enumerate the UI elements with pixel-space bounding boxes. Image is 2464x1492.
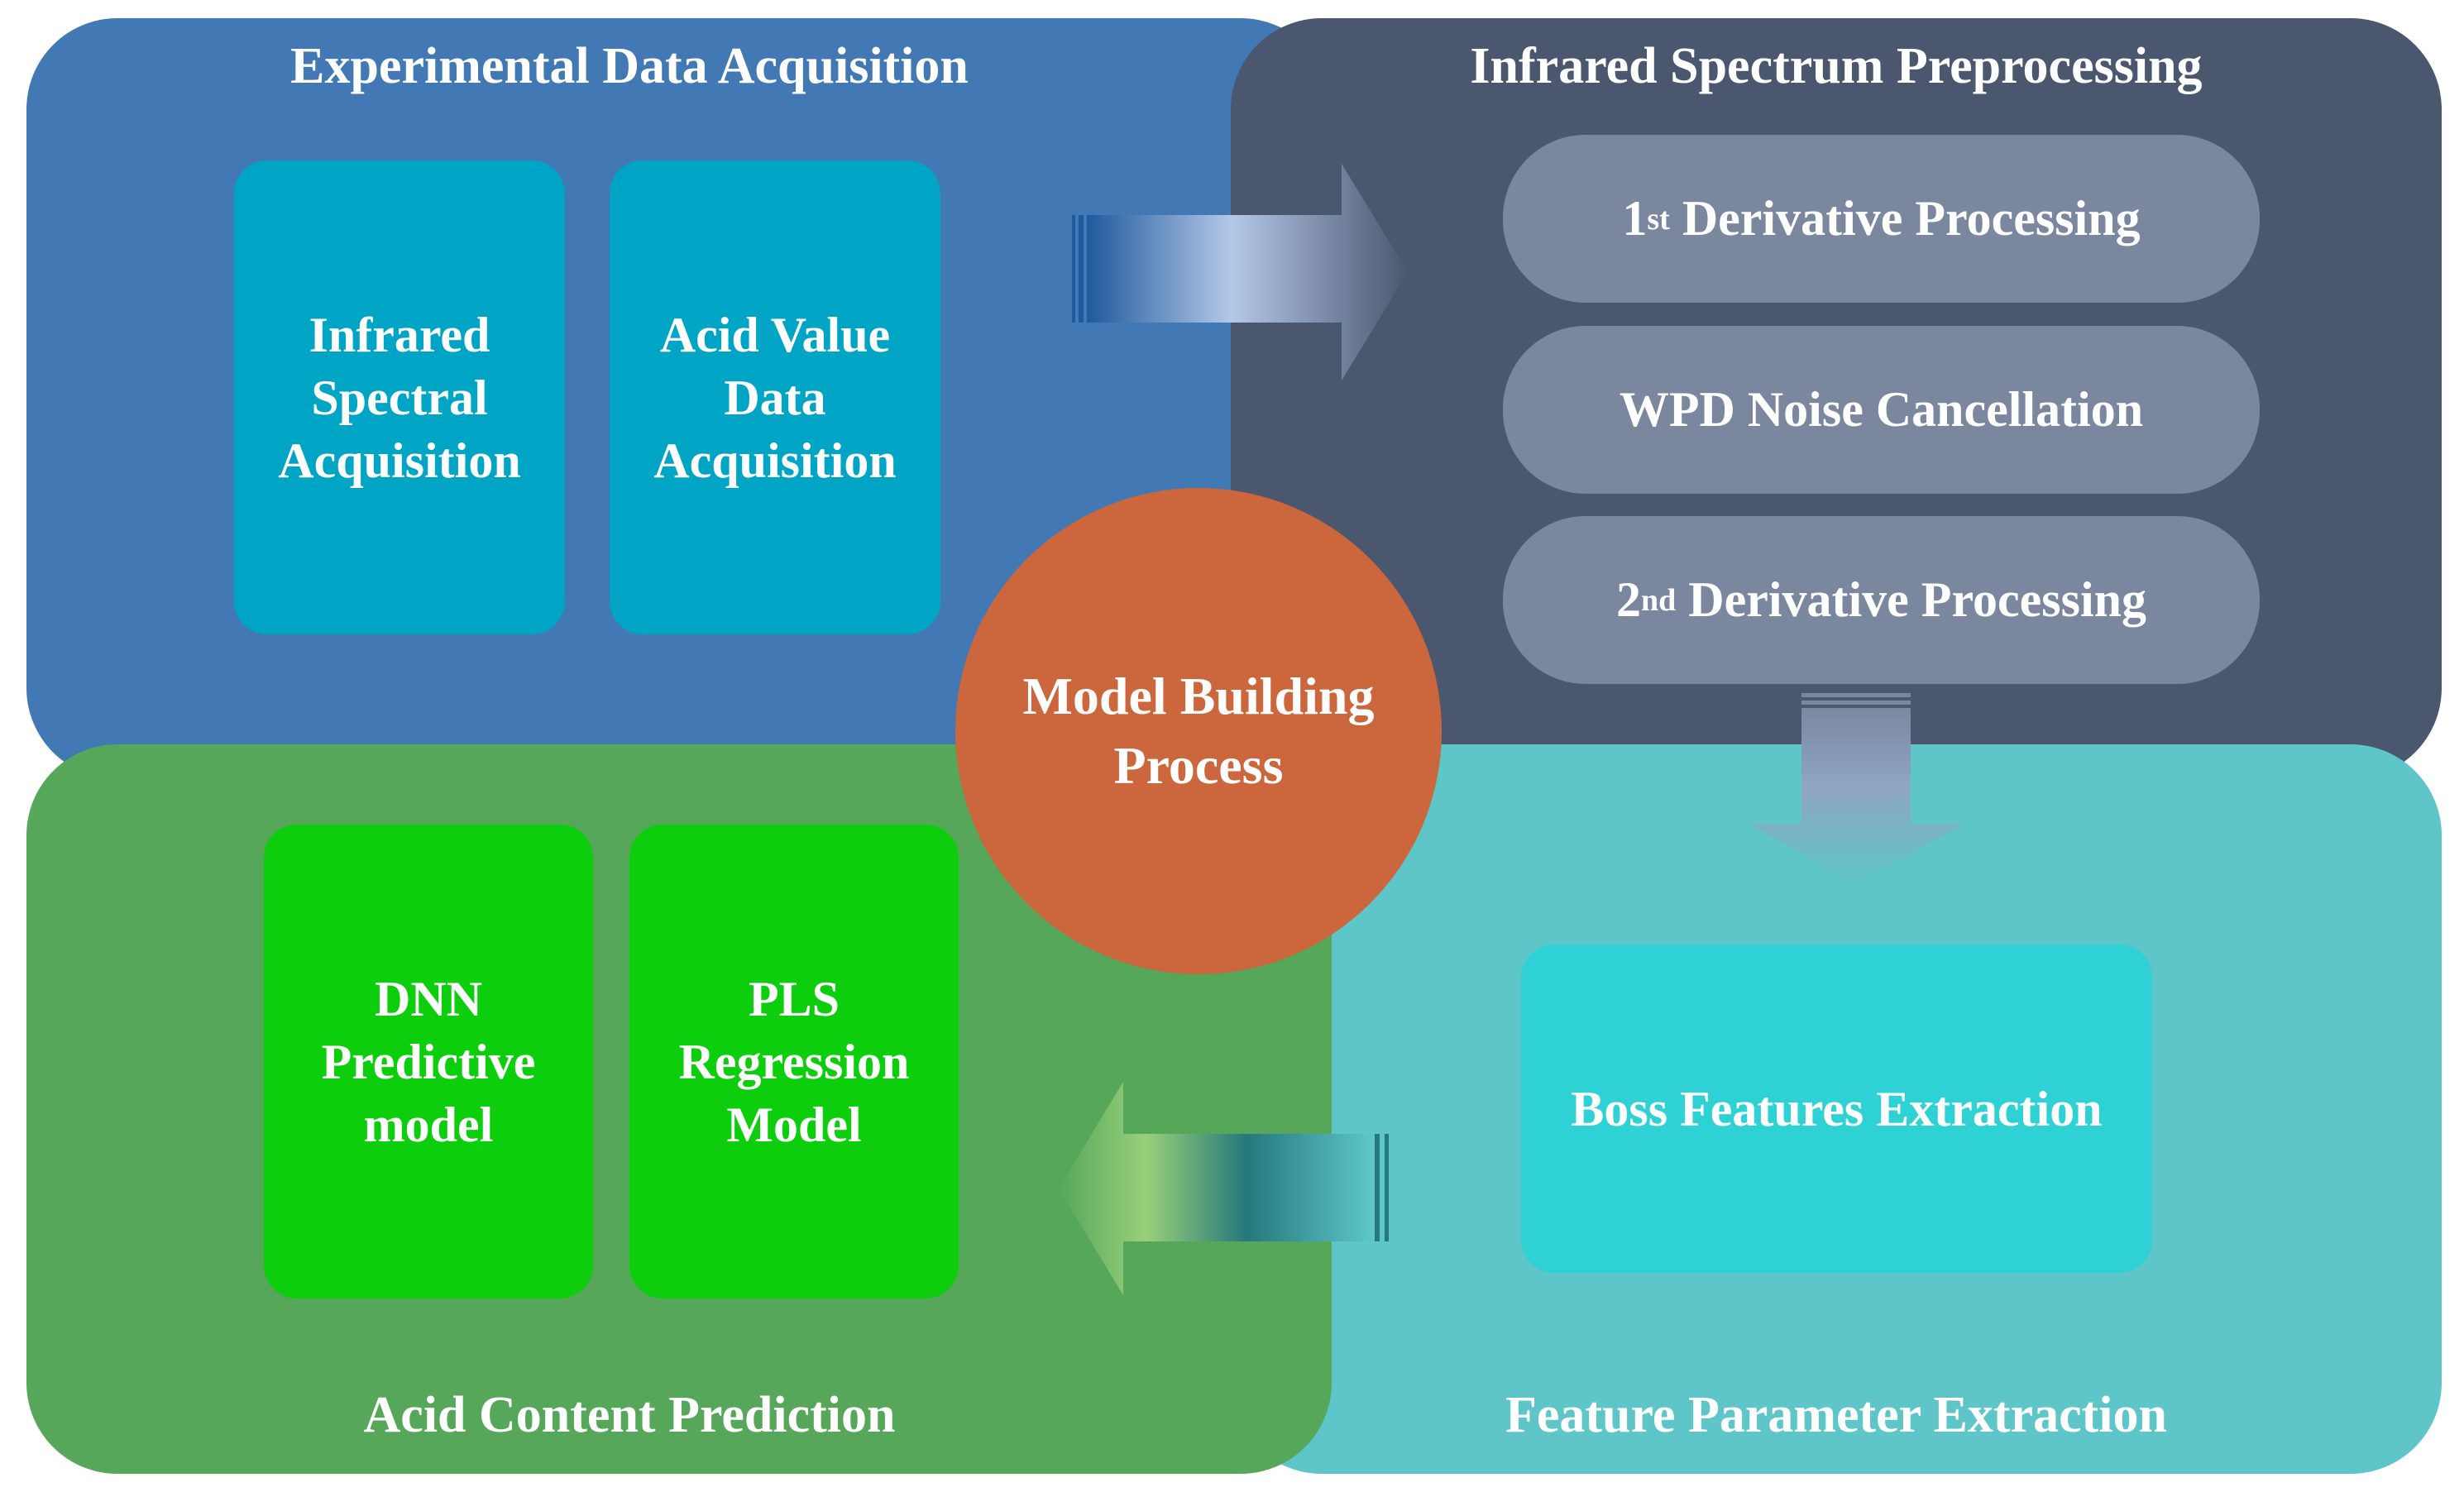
- down-arrow-icon: [1749, 693, 1964, 885]
- card-line: PLS: [748, 971, 840, 1026]
- step-label: Derivative Processing: [1688, 572, 2147, 627]
- dnn-predictive-model-card: DNN Predictive model: [264, 825, 593, 1298]
- card-line: DNN: [375, 971, 482, 1026]
- preprocessing-title: Infrared Spectrum Preprocessing: [1470, 38, 2203, 94]
- card-line: Spectral: [311, 370, 488, 425]
- wpd-noise-cancellation-step: WPD Noise Cancellation: [1503, 326, 2260, 494]
- acid-value-data-acquisition-card: Acid Value Data Acquisition: [610, 160, 940, 634]
- card-line: model: [363, 1097, 494, 1152]
- pls-regression-model-card: PLS Regression Model: [629, 825, 959, 1298]
- experimental-title: Experimental Data Acquisition: [290, 38, 969, 94]
- left-arrow-icon: [1059, 1082, 1389, 1295]
- card-line: Predictive: [321, 1034, 536, 1089]
- center-line: Process: [1113, 736, 1284, 795]
- feature-title: Feature Parameter Extraction: [1505, 1387, 2167, 1443]
- boss-features-extraction-card: Boss Features Extraction: [1521, 944, 2152, 1273]
- step-label: WPD Noise Cancellation: [1619, 382, 2144, 437]
- infrared-spectral-acquisition-card: Infrared Spectral Acquisition: [234, 160, 565, 634]
- center-line: Model Building: [1022, 667, 1375, 725]
- card-line: Acquisition: [278, 433, 521, 488]
- model-building-process-circle: Model Building Process: [955, 488, 1442, 974]
- prediction-title: Acid Content Prediction: [363, 1387, 896, 1443]
- card-line: Acid Value: [659, 307, 891, 362]
- right-arrow-icon: [1072, 164, 1408, 380]
- step-number: 1: [1622, 191, 1648, 246]
- step-label: Derivative Processing: [1682, 191, 2141, 246]
- card-line: Regression: [678, 1034, 910, 1089]
- step-number: 2: [1615, 572, 1641, 627]
- card-line: Data: [724, 370, 826, 425]
- card-line: Acquisition: [653, 433, 897, 488]
- card-line: Model: [726, 1097, 862, 1152]
- card-line: Infrared: [309, 307, 490, 362]
